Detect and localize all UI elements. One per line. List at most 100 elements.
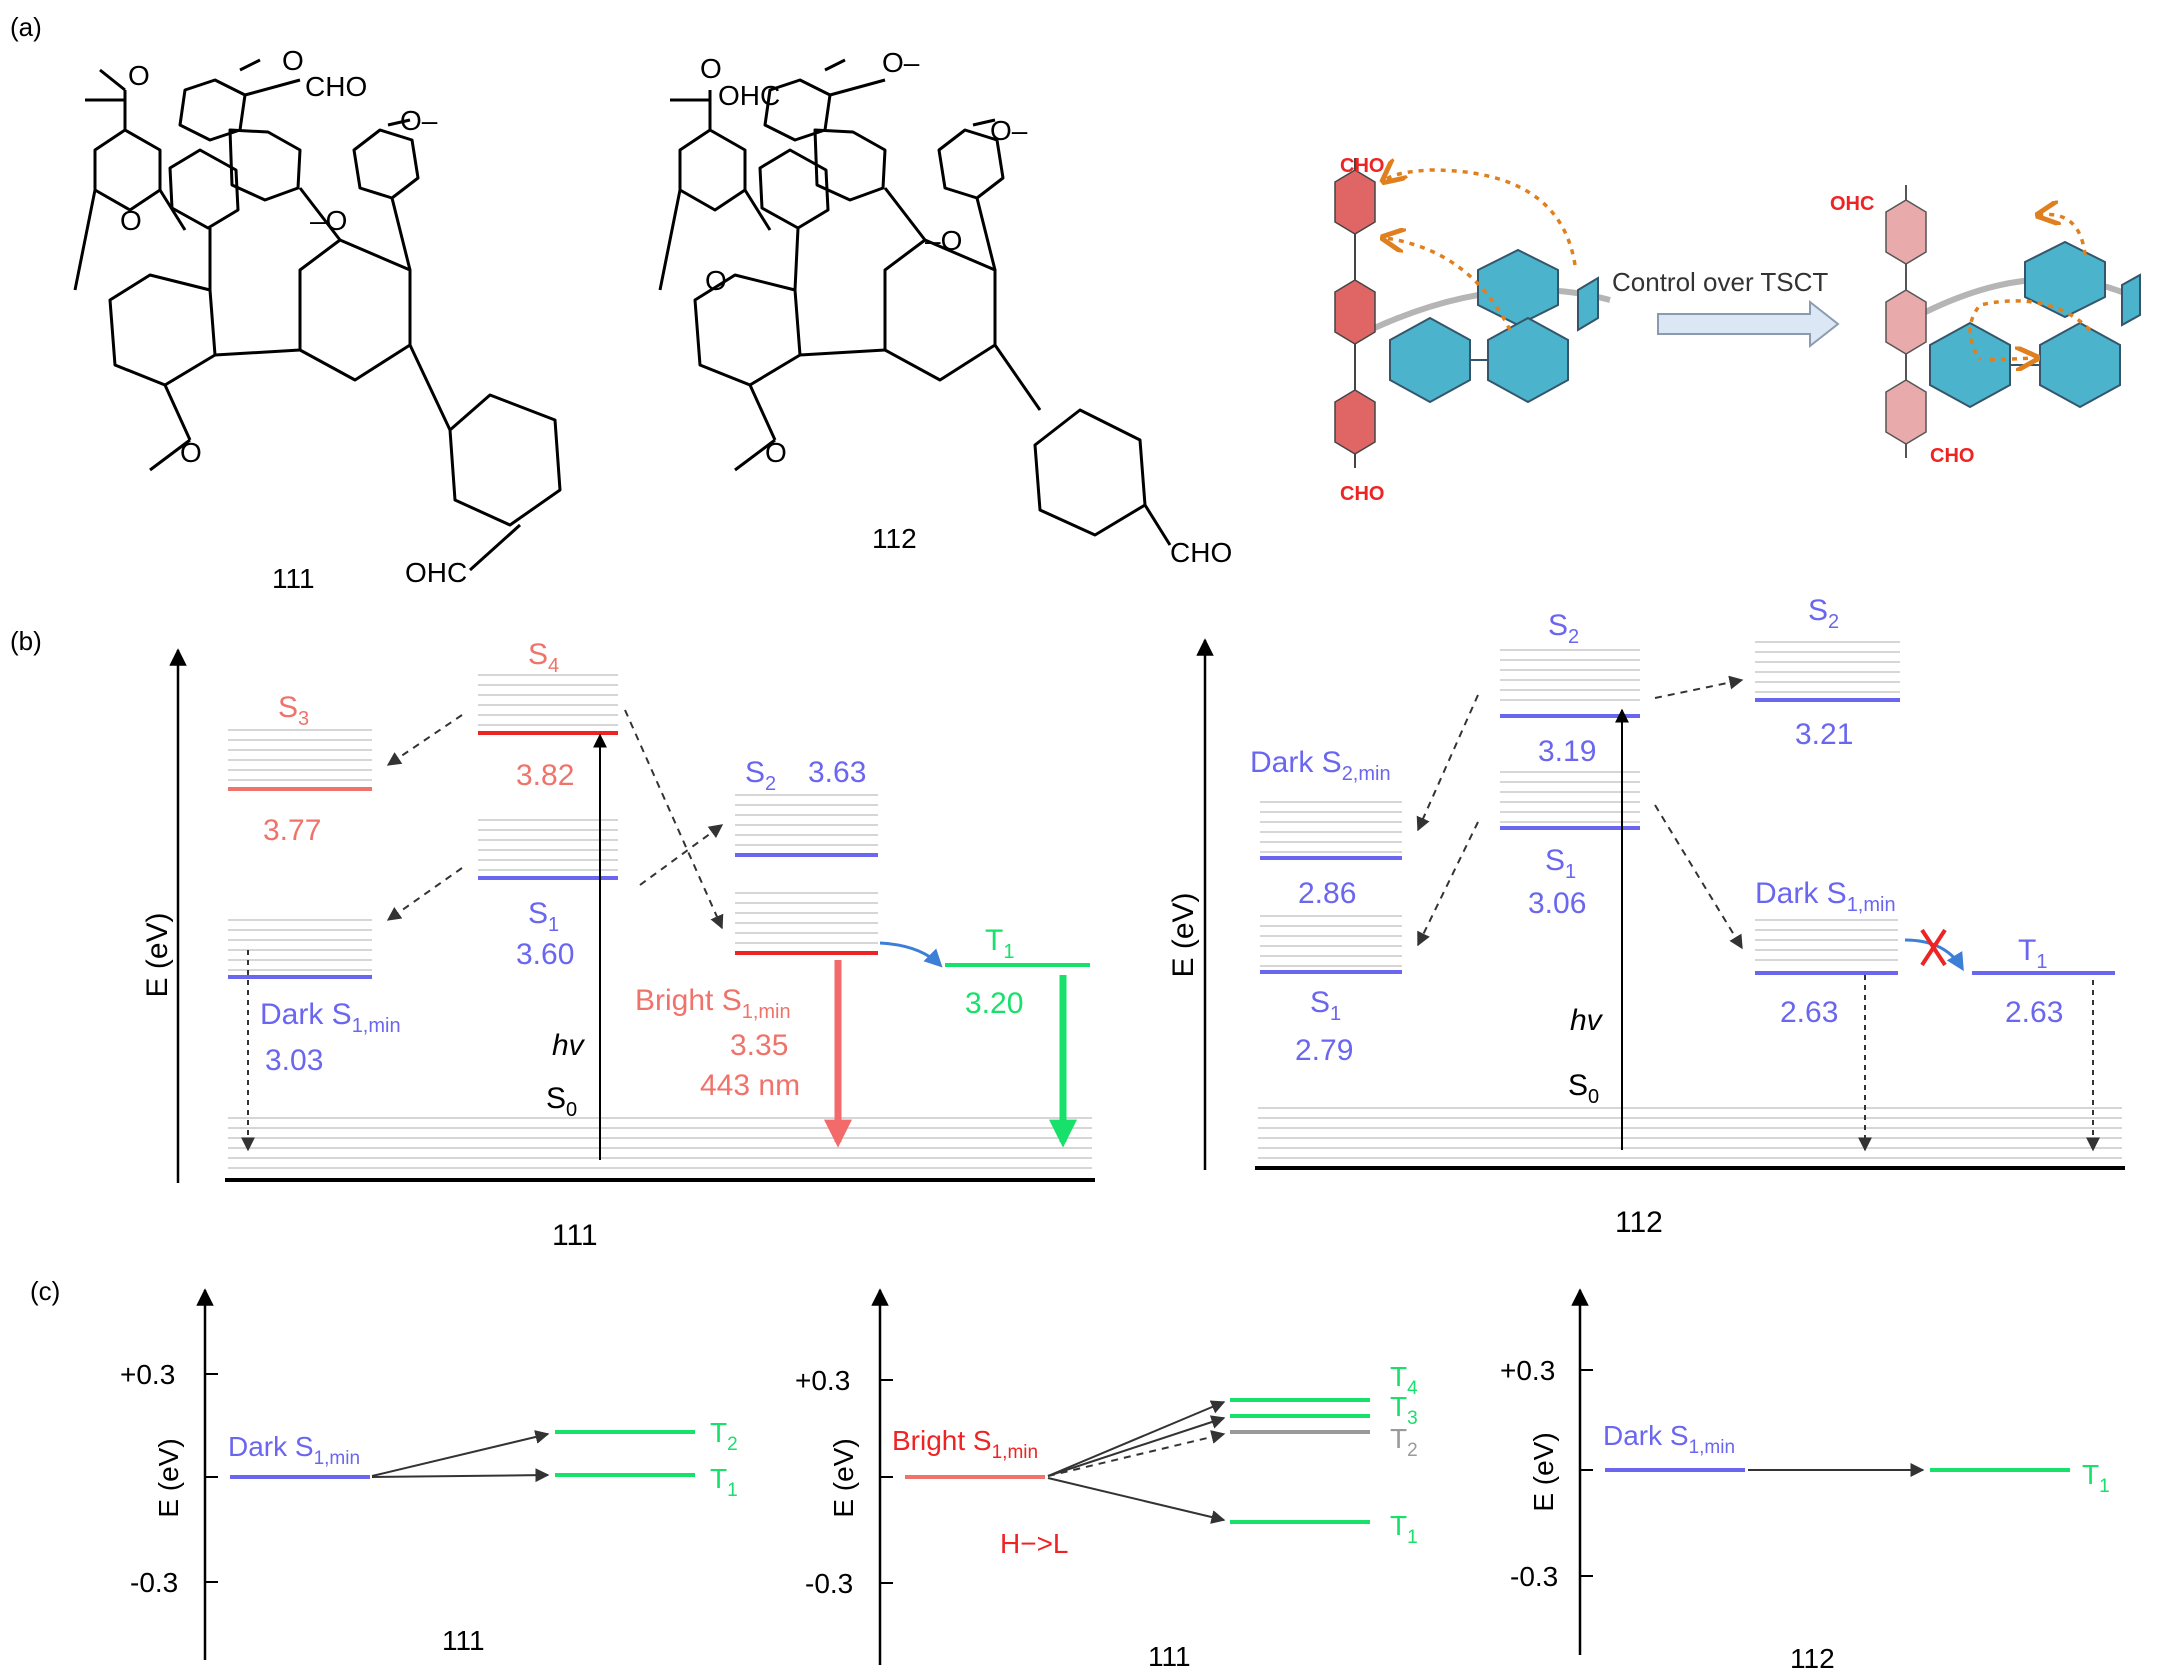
mol111-o-6: O	[180, 437, 202, 468]
scheme-left-cho-top: CHO	[1340, 155, 1384, 177]
c1-t1-label: T1	[710, 1463, 738, 1501]
c2-tick-label-plus: +0.3	[795, 1365, 850, 1396]
mol112-o-6: O	[765, 437, 787, 468]
c2-t4-label: T4	[1390, 1361, 1418, 1399]
mol112-ohc-label: OHC	[718, 80, 780, 111]
b111-s1-label: S1	[528, 897, 559, 936]
b112-s1l-value: 2.79	[1295, 1034, 1353, 1067]
b111-s4-manifold	[478, 674, 618, 726]
c2-t2-label: T2	[1390, 1423, 1418, 1461]
mol111-cho-label: CHO	[305, 71, 367, 102]
c3-state-label: Dark S1,min	[1603, 1420, 1735, 1458]
b111-s1-manifold	[478, 819, 618, 871]
panel-label-c: (c)	[30, 1276, 60, 1306]
c2-axis-label-text: E (eV)	[828, 1438, 859, 1517]
c1-arrow-t2	[371, 1430, 550, 1477]
mol111-o-3: O	[128, 60, 150, 91]
control-arrow	[1657, 299, 1840, 349]
mol111-o-1: O	[282, 45, 304, 76]
c1-tick-label-minus: -0.3	[130, 1567, 178, 1598]
c1-tick-label-plus: +0.3	[120, 1359, 175, 1390]
scheme-left-cho-bottom: CHO	[1340, 483, 1384, 505]
b112-blocked-isc-arrow	[1904, 938, 1964, 972]
diagram-b-111	[169, 648, 1095, 1183]
diagram-c-111-dark	[196, 1288, 695, 1660]
scheme-right-cho: CHO	[1930, 445, 1974, 467]
b111-axis-label-text: E (eV)	[141, 912, 174, 997]
c1-compound-label: 111	[442, 1625, 485, 1656]
scheme-right-ohc: OHC	[1830, 193, 1874, 215]
b111-s2-label: S2	[745, 756, 776, 795]
blocked-cross-icon	[1920, 928, 1947, 967]
b112-s2r-manifold	[1755, 641, 1900, 693]
mol112-o-2: O–	[990, 115, 1028, 146]
b112-s2r-label: S2	[1808, 594, 1839, 633]
b111-energy-axis-label: E (eV)	[141, 912, 174, 997]
b112-s1-value: 3.06	[1528, 887, 1586, 920]
c2-axis-label: E (eV)	[828, 1438, 859, 1517]
c2-arrow-t4	[1047, 1400, 1226, 1477]
b111-bright-wavelength: 443 nm	[700, 1069, 800, 1102]
tsct-scheme-right	[1885, 185, 2142, 458]
c2-tick-label-minus: -0.3	[805, 1568, 853, 1599]
b111-arrow-s4-s3	[386, 714, 463, 766]
b111-hv-label: hv	[552, 1029, 586, 1062]
b111-bright-label: Bright S1,min	[635, 984, 791, 1023]
mol111-o-4: O	[120, 205, 142, 236]
b111-s3-label: S3	[278, 691, 309, 730]
c3-tick-label-minus: -0.3	[1510, 1561, 1558, 1592]
c1-axis-label-text: E (eV)	[153, 1438, 184, 1517]
b111-t1-label: T1	[985, 924, 1014, 963]
b111-s0-manifold	[228, 1117, 1092, 1169]
b112-s1l-label: S1	[1310, 986, 1341, 1025]
mol112-o-1: O–	[882, 47, 920, 78]
b112-dark-s2-value: 2.86	[1298, 877, 1356, 910]
b111-bright-value: 3.35	[730, 1029, 788, 1062]
b111-dark-label: Dark S1,min	[260, 998, 401, 1037]
b112-t1-label: T1	[2018, 934, 2047, 973]
c3-tick-label-plus: +0.3	[1500, 1355, 1555, 1386]
b111-bright-manifold	[735, 892, 878, 944]
b112-dark-s1-manifold	[1755, 919, 1898, 961]
b112-dark-s1-label: Dark S1,min	[1755, 877, 1896, 916]
b112-s2-manifold	[1500, 649, 1640, 701]
b112-s2-label: S2	[1548, 609, 1579, 648]
c1-t2-label: T2	[710, 1417, 738, 1455]
c2-t3-label: T3	[1390, 1391, 1418, 1429]
c2-arrow-t3	[1047, 1415, 1226, 1477]
b112-s0-label: S0	[1568, 1069, 1599, 1108]
b112-dark-s2-label: Dark S2,min	[1250, 746, 1391, 785]
tsct-scheme-left	[1334, 158, 1611, 468]
b112-arrow-s2-s2r	[1654, 675, 1744, 699]
c1-state-label: Dark S1,min	[228, 1431, 360, 1469]
mol112-label: 112	[872, 523, 917, 554]
c2-arrow-t1	[1047, 1477, 1226, 1524]
b111-dark-manifold	[228, 919, 372, 971]
mol111-o-2: O–	[400, 105, 438, 136]
b112-energy-axis-label: E (eV)	[1167, 892, 1200, 977]
c2-t1-label: T1	[1390, 1510, 1418, 1548]
b111-s2-manifold	[735, 794, 878, 846]
b112-axis-label-text: E (eV)	[1167, 892, 1200, 977]
c1-arrow-t1	[371, 1468, 550, 1483]
c3-compound-label: 112	[1790, 1643, 1835, 1674]
c2-transition-label: H−>L	[1000, 1528, 1069, 1559]
b112-s2r-value: 3.21	[1795, 718, 1853, 751]
c3-axis-label-text: E (eV)	[1528, 1432, 1559, 1511]
b112-arrow-s1-darks1	[1654, 804, 1743, 950]
diagram-c-111-bright	[871, 1288, 1370, 1665]
b111-s2-value: 3.63	[808, 756, 866, 789]
b112-hv-label: hv	[1570, 1004, 1604, 1037]
b112-dark-s1-value: 2.63	[1780, 996, 1838, 1029]
b112-arrow-s2-darks2	[1416, 694, 1479, 832]
b112-s1-manifold	[1500, 771, 1640, 823]
b111-compound-label: 111	[552, 1219, 598, 1252]
b111-arrow-s1-dark	[386, 867, 463, 921]
mol112-o-5: O	[705, 265, 727, 296]
mol112-cho-label: CHO	[1170, 537, 1232, 568]
molecule-111-structure	[73, 58, 562, 572]
b111-isc-arrow	[879, 941, 943, 968]
b112-arrow-s1-s1l	[1417, 821, 1479, 947]
b111-dark-value: 3.03	[265, 1044, 323, 1077]
